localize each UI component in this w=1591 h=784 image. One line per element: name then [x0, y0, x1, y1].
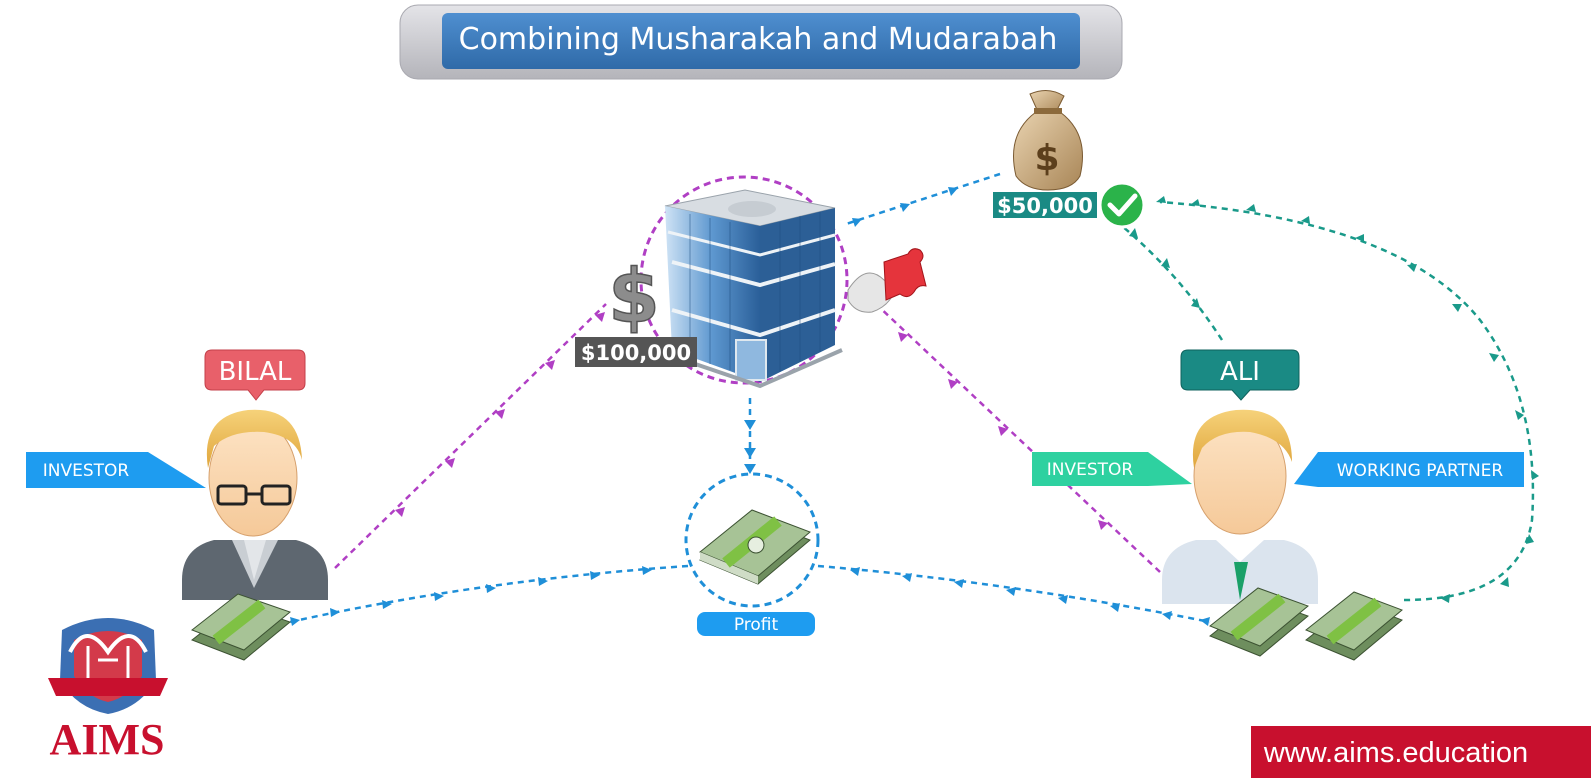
svg-text:$: $ — [608, 254, 660, 340]
ali-profit-cash-stack-icon — [1305, 591, 1403, 661]
office-building-icon — [659, 189, 843, 389]
aims-logo: AIMS — [48, 618, 168, 764]
business-node: $ $100,000 — [575, 175, 927, 389]
ali-capital-node: $ $50,000 — [993, 90, 1146, 229]
ali-investment-arrow — [875, 303, 1161, 573]
profit-flows — [289, 398, 1211, 626]
money-bag-icon: $ — [1013, 90, 1083, 191]
profit-to-ali-arrow — [817, 564, 1211, 624]
cash-stack-icon — [699, 509, 811, 585]
bilal-investment-arrow — [334, 303, 607, 569]
ali-name-tag: ALI — [1180, 349, 1300, 401]
profit-boundary — [684, 472, 820, 608]
ali-name: ALI — [1220, 357, 1260, 387]
ali-avatar-icon — [1162, 409, 1318, 604]
ali-node: ALI INVESTOR WORKING PARTNER — [1032, 349, 1524, 661]
website-url: www.aims.education — [1263, 737, 1528, 769]
bilal-cash-stack-icon — [190, 593, 292, 661]
ali-role-working-partner: WORKING PARTNER — [1337, 461, 1504, 481]
dollar-sign-3d-icon: $ — [608, 253, 661, 341]
profit-to-bilal-arrow — [289, 564, 689, 624]
business-amount-tag: $100,000 — [575, 337, 697, 367]
ali-investment-arrowheads — [898, 332, 1108, 530]
bilal-name-tag: BILAL — [204, 349, 306, 401]
svg-text:$: $ — [1034, 138, 1059, 179]
bilal-node: BILAL INVESTOR — [26, 349, 328, 661]
ali-investor-role-tag: INVESTOR — [1032, 452, 1192, 486]
brand-name: AIMS — [50, 715, 165, 764]
capital-to-business-arrow — [845, 172, 1001, 226]
website-banner: www.aims.education — [1251, 726, 1591, 778]
profit-node: Profit — [684, 472, 820, 636]
bilal-avatar-icon — [182, 409, 328, 600]
business-amount: $100,000 — [581, 341, 691, 365]
check-mark-icon — [1098, 181, 1146, 229]
bilal-name: BILAL — [219, 357, 292, 387]
hand-puzzle-icon — [847, 248, 927, 313]
page-title: Combining Musharakah and Mudarabah — [459, 22, 1058, 57]
ali-cash-stack-icon — [1209, 587, 1309, 657]
business-boundary — [639, 175, 849, 385]
profit-return-arrow — [1159, 200, 1535, 602]
capital-flows — [845, 172, 1539, 603]
ali-working-partner-role-tag: WORKING PARTNER — [1294, 452, 1524, 487]
bilal-role-tag: INVESTOR — [26, 452, 206, 488]
ali-role-investor: INVESTOR — [1047, 460, 1134, 480]
ali-capital-amount: $50,000 — [997, 194, 1093, 218]
title-banner: Combining Musharakah and Mudarabah — [399, 4, 1123, 80]
bilal-role: INVESTOR — [43, 461, 130, 481]
ali-capital-arrow — [1121, 225, 1224, 341]
bilal-investment-arrowheads — [395, 312, 605, 517]
profit-label: Profit — [734, 615, 779, 635]
